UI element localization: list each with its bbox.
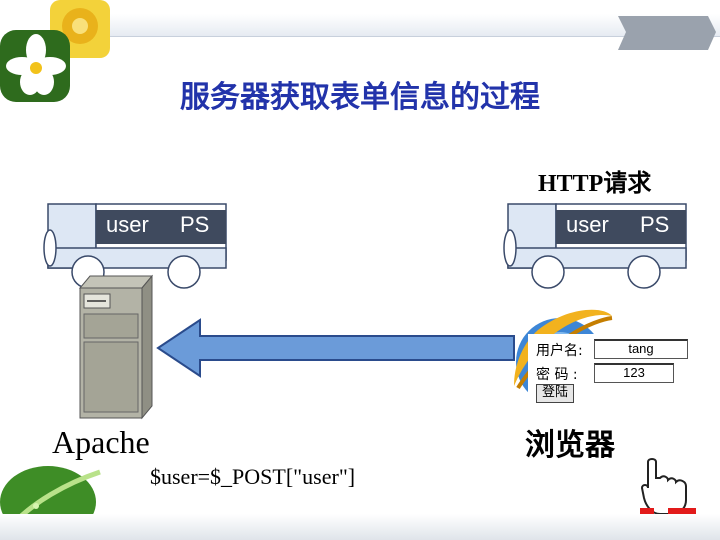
hand-cursor-icon: [640, 458, 696, 516]
right-truck-user-field: user: [566, 212, 609, 237]
username-label: 用户名:: [536, 343, 583, 359]
server-label: Apache: [52, 424, 150, 460]
server-icon: [78, 274, 154, 420]
left-truck-ps-field: PS: [180, 212, 210, 237]
login-button[interactable]: 登陆: [536, 384, 574, 403]
right-truck-ps-field: PS: [640, 212, 670, 237]
browser-label: 浏览器: [525, 428, 615, 463]
left-truck-user-field: user: [106, 212, 149, 237]
login-form: 用户名: tang 密 码 : 123 登陆: [528, 334, 693, 406]
right-truck: [503, 203, 687, 289]
bottom-bar: [0, 514, 720, 540]
server-code: $user=$_POST["user"]: [150, 464, 356, 489]
request-arrow: [156, 318, 515, 378]
password-field[interactable]: 123: [594, 363, 674, 383]
username-field[interactable]: tang: [594, 339, 688, 359]
password-label: 密 码 :: [536, 367, 578, 383]
banner-arrow-decoration: [618, 16, 716, 50]
flower-decoration: [0, 0, 110, 102]
page-title: 服务器获取表单信息的过程: [180, 80, 540, 115]
http-request-label: HTTP请求: [538, 171, 652, 197]
top-banner: [110, 14, 720, 37]
